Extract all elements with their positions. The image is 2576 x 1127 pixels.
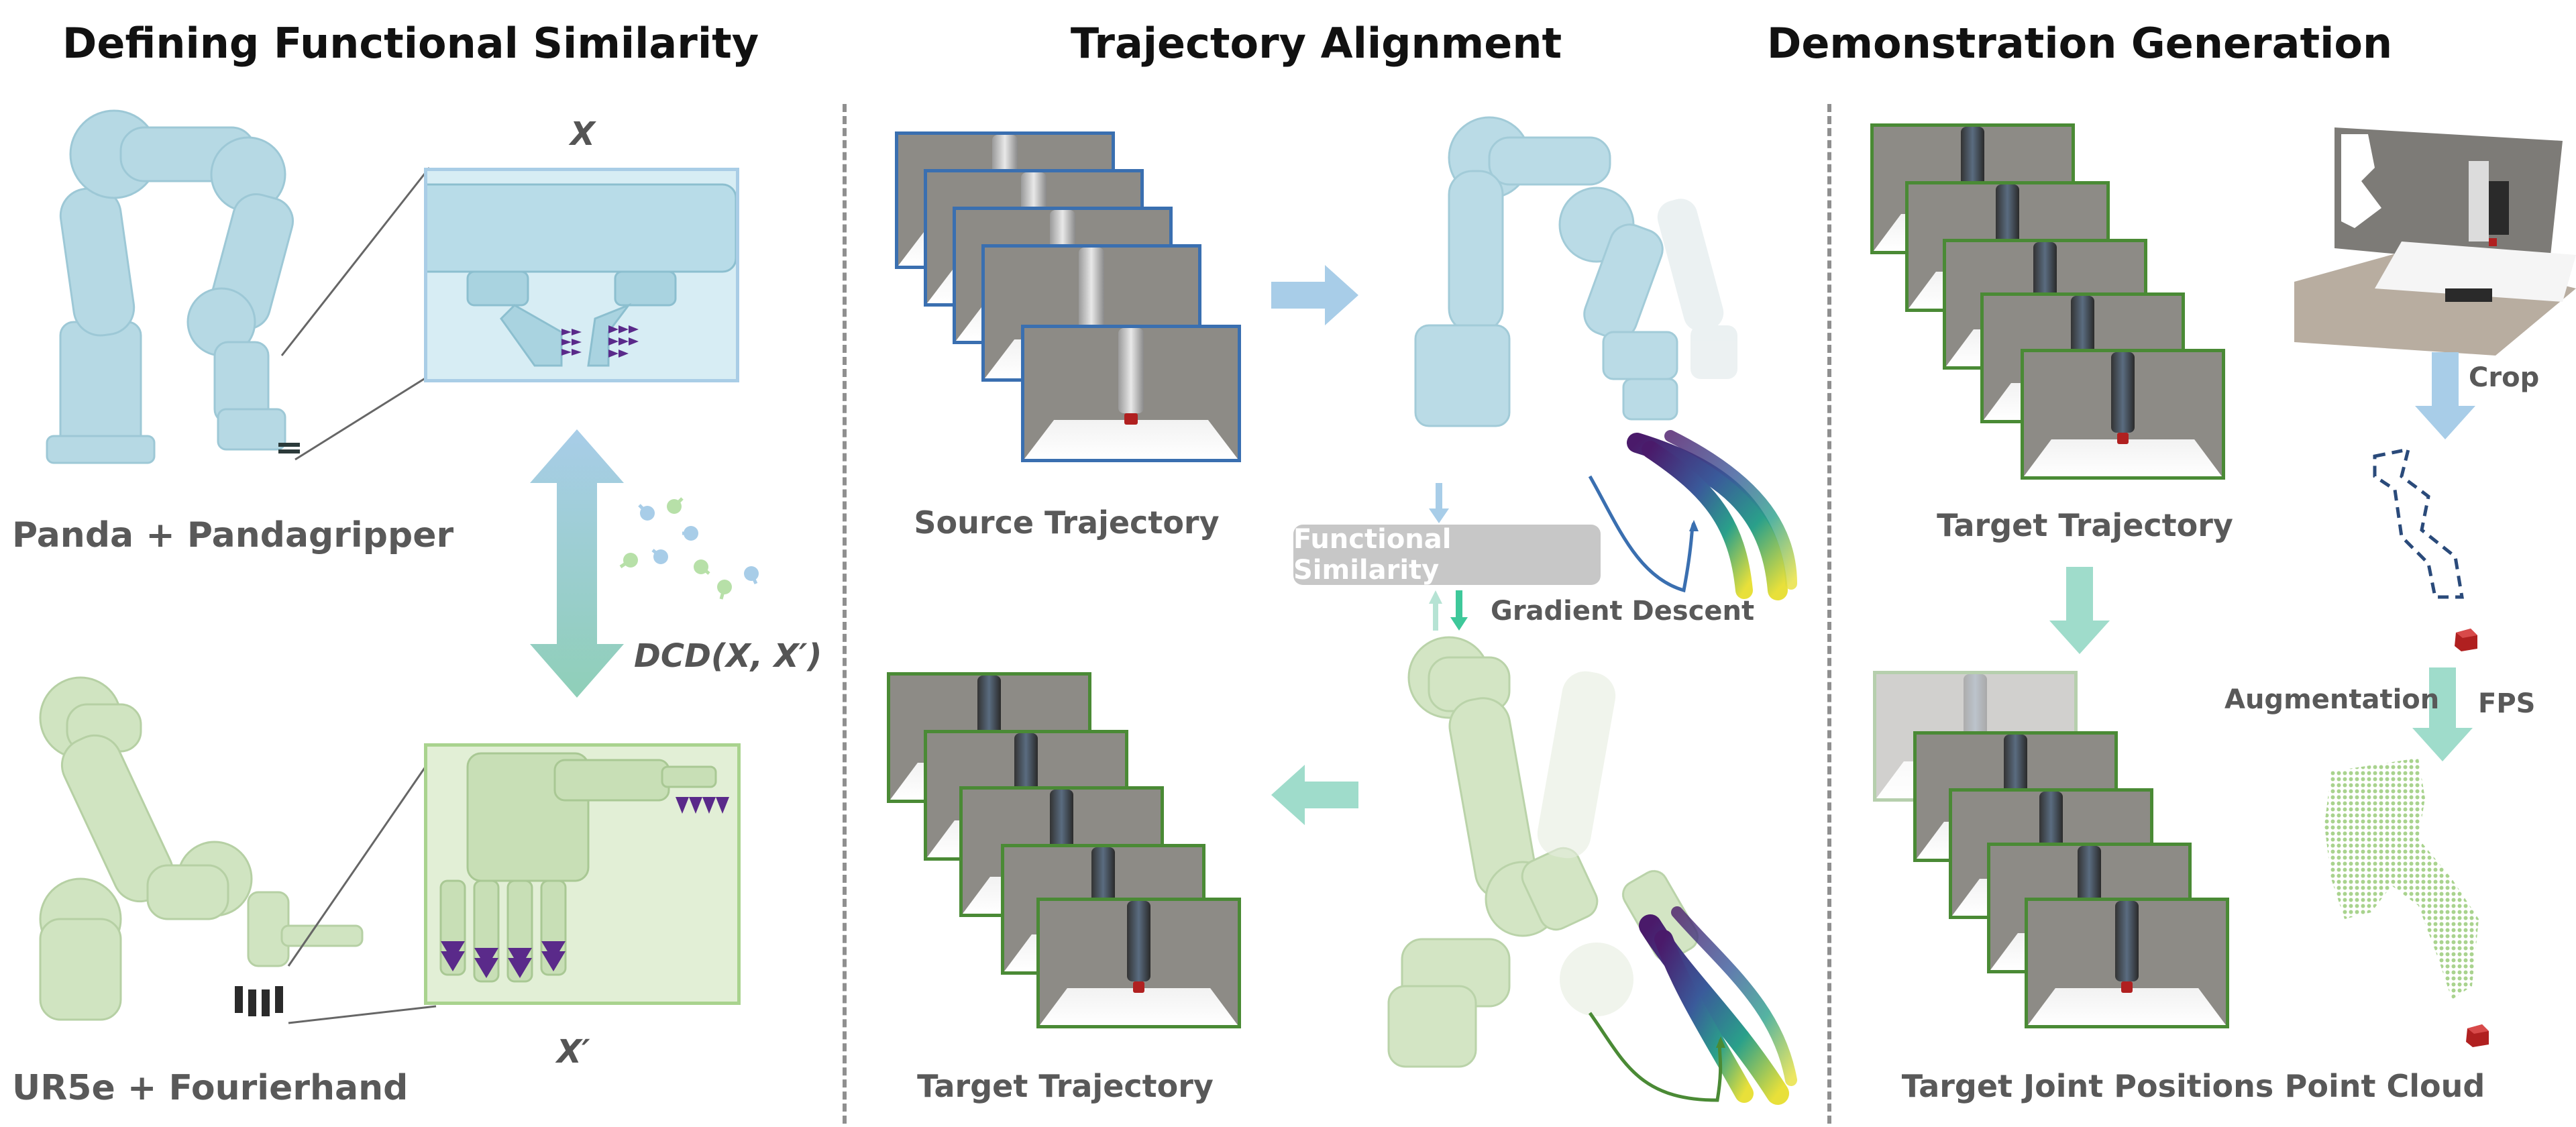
gripper-zoom-illustration xyxy=(427,183,736,367)
point-cloud-label: Point Cloud xyxy=(2284,1068,2485,1104)
panda-trajectory-swarm xyxy=(1588,430,1797,600)
dcd-distance-label: DCD(X, X′) xyxy=(634,637,822,675)
source-trajectory-label: Source Trajectory xyxy=(914,504,1220,541)
heading-trajectory-alignment: Trajectory Alignment xyxy=(1070,19,1562,68)
joint-frame-4 xyxy=(2025,898,2229,1028)
gripper-zoom-box xyxy=(424,168,739,382)
arrow-down-blue-icon xyxy=(1429,483,1449,523)
arrow-down-crop-icon xyxy=(2415,352,2475,439)
ur5e-robot-illustration xyxy=(39,676,364,1021)
divider-right xyxy=(1827,104,1831,1124)
panda-robot-illustration xyxy=(46,109,300,464)
x-label: X xyxy=(570,115,596,153)
target-trajectory-label-right: Target Trajectory xyxy=(1937,507,2233,543)
x-prime-label: X′ xyxy=(557,1033,590,1071)
target-trajectory-label-middle: Target Trajectory xyxy=(917,1068,1214,1104)
crop-outline-illustration xyxy=(2373,447,2464,599)
source-frame-5 xyxy=(1021,325,1241,462)
arrow-down-teal-icon xyxy=(2049,567,2110,654)
heading-defining-functional-similarity: Defining Functional Similarity xyxy=(62,19,759,68)
aligned-target-frame-5 xyxy=(1036,898,1241,1028)
zoom-connector-bottom xyxy=(287,751,437,1024)
red-cube-icon-top xyxy=(2455,629,2477,651)
rhs-target-frame-5 xyxy=(2021,349,2225,480)
scene-render-illustration xyxy=(2294,127,2576,356)
red-cube-icon-bottom xyxy=(2466,1024,2489,1047)
crop-label: Crop xyxy=(2469,362,2540,393)
ur5e-trajectory-swarm xyxy=(1588,906,1797,1105)
gradient-descent-label: Gradient Descent xyxy=(1491,596,1755,627)
divider-left xyxy=(843,104,847,1124)
aligned-panda-illustration xyxy=(1414,116,1737,427)
panda-pandagripper-label: Panda + Pandagripper xyxy=(12,515,454,555)
target-joint-positions-label: Target Joint Positions xyxy=(1901,1068,2274,1104)
hand-zoom-box xyxy=(424,743,741,1005)
point-cloud-illustration xyxy=(2324,758,2479,1000)
arrow-right-blue-icon xyxy=(1271,265,1358,325)
double-arrow-icon xyxy=(530,429,624,698)
arrow-down-fps-icon xyxy=(2412,667,2473,761)
point-scatter-icon xyxy=(619,497,759,600)
gradient-arrows-icon xyxy=(1429,590,1468,631)
hand-zoom-illustration xyxy=(439,752,729,983)
fps-label: FPS xyxy=(2478,688,2536,719)
arrow-left-teal-icon xyxy=(1271,765,1358,825)
functional-similarity-box: Functional Similarity xyxy=(1293,524,1601,586)
aligned-ur5e-illustration xyxy=(1387,636,1699,1068)
zoom-connector-top xyxy=(280,167,431,461)
ur5e-fourierhand-label: UR5e + Fourierhand xyxy=(12,1068,409,1108)
augmentation-label: Augmentation xyxy=(2224,684,2440,715)
heading-demonstration-generation: Demonstration Generation xyxy=(1766,19,2393,68)
